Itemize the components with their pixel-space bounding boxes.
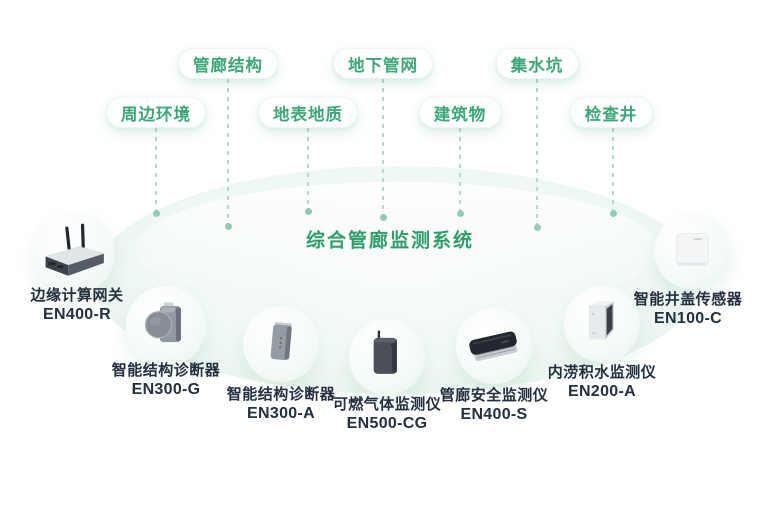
structure-diagnostic-a-device-icon [270,322,293,361]
device-model: EN500-CG [346,415,428,432]
device-label-waterlogging-monitor: 内涝积水监测仪 EN200-A [517,363,687,401]
category-pill-underground-pipe-network: 地下管网 [333,48,433,79]
device-structure-diagnostic-a [243,306,319,382]
connector-sump-pit [533,79,541,231]
device-name: 内涝积水监测仪 [547,364,657,381]
device-waterlogging-monitor [564,286,640,362]
device-model: EN200-A [568,383,636,400]
category-pill-surface-geology: 地表地质 [258,97,358,128]
category-pill-inspection-well: 检查井 [569,97,653,128]
device-label-structure-diagnostic-a: 智能结构诊断器 EN300-A [196,385,366,423]
device-edge-gateway [33,212,115,294]
device-model: EN300-G [131,381,201,398]
device-model: EN300-A [247,405,315,422]
device-name: 智能结构诊断器 [111,362,221,379]
edge-gateway-device-icon [44,223,105,276]
structure-diagnostic-g-device-icon [144,302,181,343]
device-label-structure-diagnostic-g: 智能结构诊断器 EN300-G [81,361,251,399]
connector-inspection-well [609,128,617,217]
connector-underground-pipe-network [379,79,387,221]
device-name: 管廊安全监测仪 [439,387,549,404]
device-safety-monitor [456,308,532,384]
waterlogging-monitor-device-icon [588,301,615,340]
device-name: 边缘计算网关 [30,287,124,304]
device-label-edge-gateway: 边缘计算网关 EN400-R [0,286,162,324]
category-pill-surrounding-environment: 周边环境 [106,97,206,128]
device-label-manhole-sensor: 智能井盖传感器 EN100-C [603,290,760,328]
device-model: EN400-S [460,406,528,423]
category-pill-sump-pit: 集水坑 [495,48,579,79]
connector-surface-geology [304,128,312,215]
safety-monitor-device-icon [469,331,518,362]
device-model: EN400-R [43,306,111,323]
connector-buildings [456,128,464,217]
device-gas-monitor [349,319,425,395]
connector-gallery-structure [224,79,232,230]
manhole-cover-sensor-icon [676,233,709,266]
device-label-gas-monitor: 可燃气体监测仪 EN500-CG [302,395,472,433]
device-manhole-sensor [654,213,730,289]
device-name: 可燃气体监测仪 [332,396,442,413]
device-structure-diagnostic-g [126,286,206,366]
device-label-safety-monitor: 管廊安全监测仪 EN400-S [409,386,579,424]
device-name: 智能结构诊断器 [226,386,336,403]
category-pill-gallery-structure: 管廊结构 [178,48,278,79]
device-name: 智能井盖传感器 [633,291,743,308]
gas-monitor-device-icon [373,330,397,374]
system-title: 综合管廊监测系统 [305,230,475,252]
device-model: EN100-C [654,310,722,327]
category-pill-buildings: 建筑物 [418,97,502,128]
connector-surrounding-environment [152,128,160,217]
